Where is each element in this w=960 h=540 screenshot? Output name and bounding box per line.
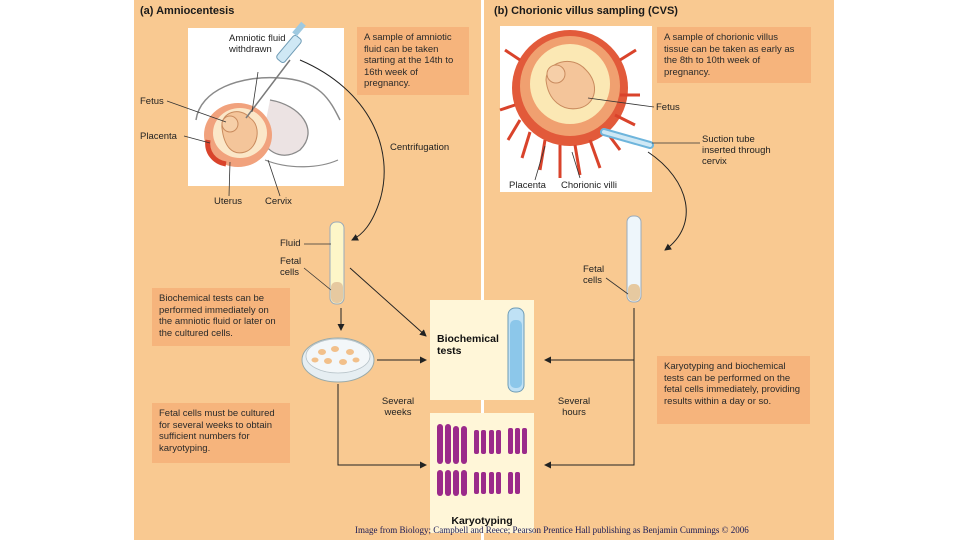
cvs-placenta-label: Placenta: [509, 180, 546, 191]
chorionic-villi-label: Chorionic villi: [561, 180, 617, 191]
cervix-label: Cervix: [265, 196, 292, 207]
amnio-placenta-label: Placenta: [140, 131, 177, 142]
cvs-illustration: [499, 26, 700, 192]
cvs-fetal-cells-label: Fetal cells: [583, 264, 605, 286]
suction-tube-label: Suction tube inserted through cervix: [702, 134, 771, 167]
centrifugation-label: Centrifugation: [390, 142, 450, 153]
amniocentesis-heading: (a) Amniocentesis: [140, 5, 235, 17]
amniotic-fluid-withdrawn-label: Amniotic fluid withdrawn: [229, 33, 286, 55]
panel-divider: [481, 0, 484, 540]
several-weeks-label: Several weeks: [381, 396, 415, 418]
culture-cells-note: Fetal cells must be cultured for several…: [152, 403, 290, 463]
fluid-test-tube: [303, 221, 345, 305]
karyotyping-note: Karyotyping and biochemical tests can be…: [657, 356, 810, 424]
several-hours-label: Several hours: [557, 396, 591, 418]
amniocentesis-illustration: [166, 21, 344, 197]
amnio-fetal-cells-label: Fetal cells: [280, 256, 302, 278]
amnio-sample-note: A sample of amniotic fluid can be taken …: [357, 27, 469, 95]
cvs-sample-note: A sample of chorionic villus tissue can …: [657, 27, 811, 83]
amnio-fetus-label: Fetus: [140, 96, 164, 107]
karyotyping-title: Karyotyping: [451, 515, 513, 527]
karyotype-chromosomes: [437, 424, 527, 496]
cvs-heading: (b) Chorionic villus sampling (CVS): [494, 5, 678, 17]
fluid-label: Fluid: [280, 238, 301, 249]
biochemical-tests-title: Biochemical tests: [437, 333, 499, 357]
biochemical-tests-note: Biochemical tests can be performed immed…: [152, 288, 290, 346]
image-credit-caption: Image from Biology; Campbell and Reece; …: [355, 525, 749, 535]
cvs-test-tube: [605, 215, 642, 303]
cvs-fetus-label: Fetus: [656, 102, 680, 113]
uterus-label: Uterus: [214, 196, 242, 207]
biochemical-test-tube: [507, 307, 525, 393]
petri-dish: [301, 337, 375, 383]
